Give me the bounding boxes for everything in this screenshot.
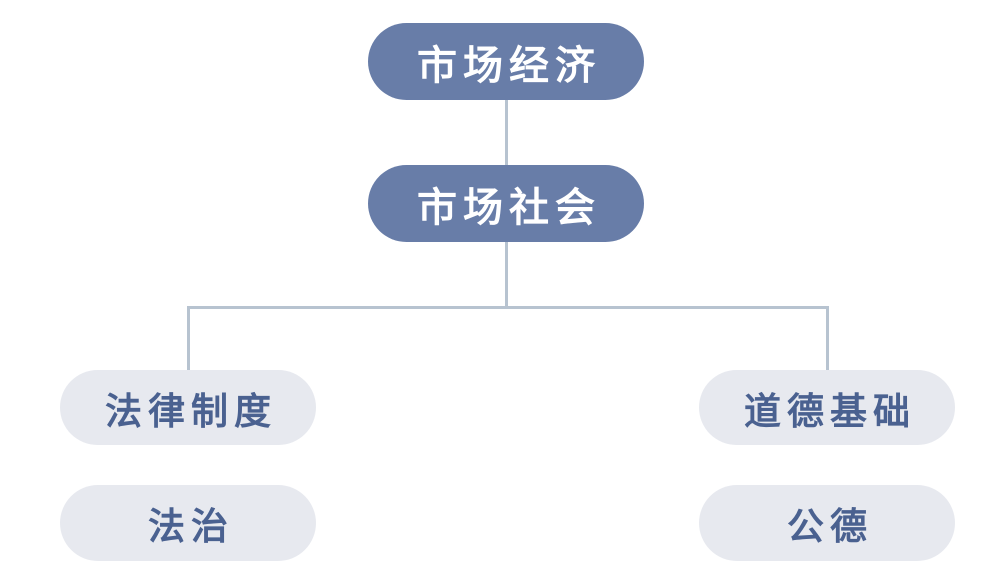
node-market-society-label: 市场社会 [417,185,601,230]
node-market-society: 市场社会 [368,165,644,242]
node-rule-of-law: 法治 [60,485,316,561]
node-legal-system: 法律制度 [60,370,316,445]
node-moral-foundation-label: 道德基础 [744,390,916,432]
connector-branch-horizontal [187,306,829,309]
node-rule-of-law-label: 法治 [148,506,234,547]
connector-root-to-child [505,100,508,166]
node-public-morality: 公德 [699,485,955,561]
node-legal-system-label: 法律制度 [105,390,277,432]
node-market-economy: 市场经济 [368,23,644,100]
node-public-morality-label: 公德 [787,506,873,547]
node-moral-foundation: 道德基础 [699,370,955,445]
connector-right-branch-drop [826,306,829,371]
node-market-economy-label: 市场经济 [417,43,601,88]
connector-child-stem [505,242,508,307]
connector-left-branch-drop [187,306,190,371]
